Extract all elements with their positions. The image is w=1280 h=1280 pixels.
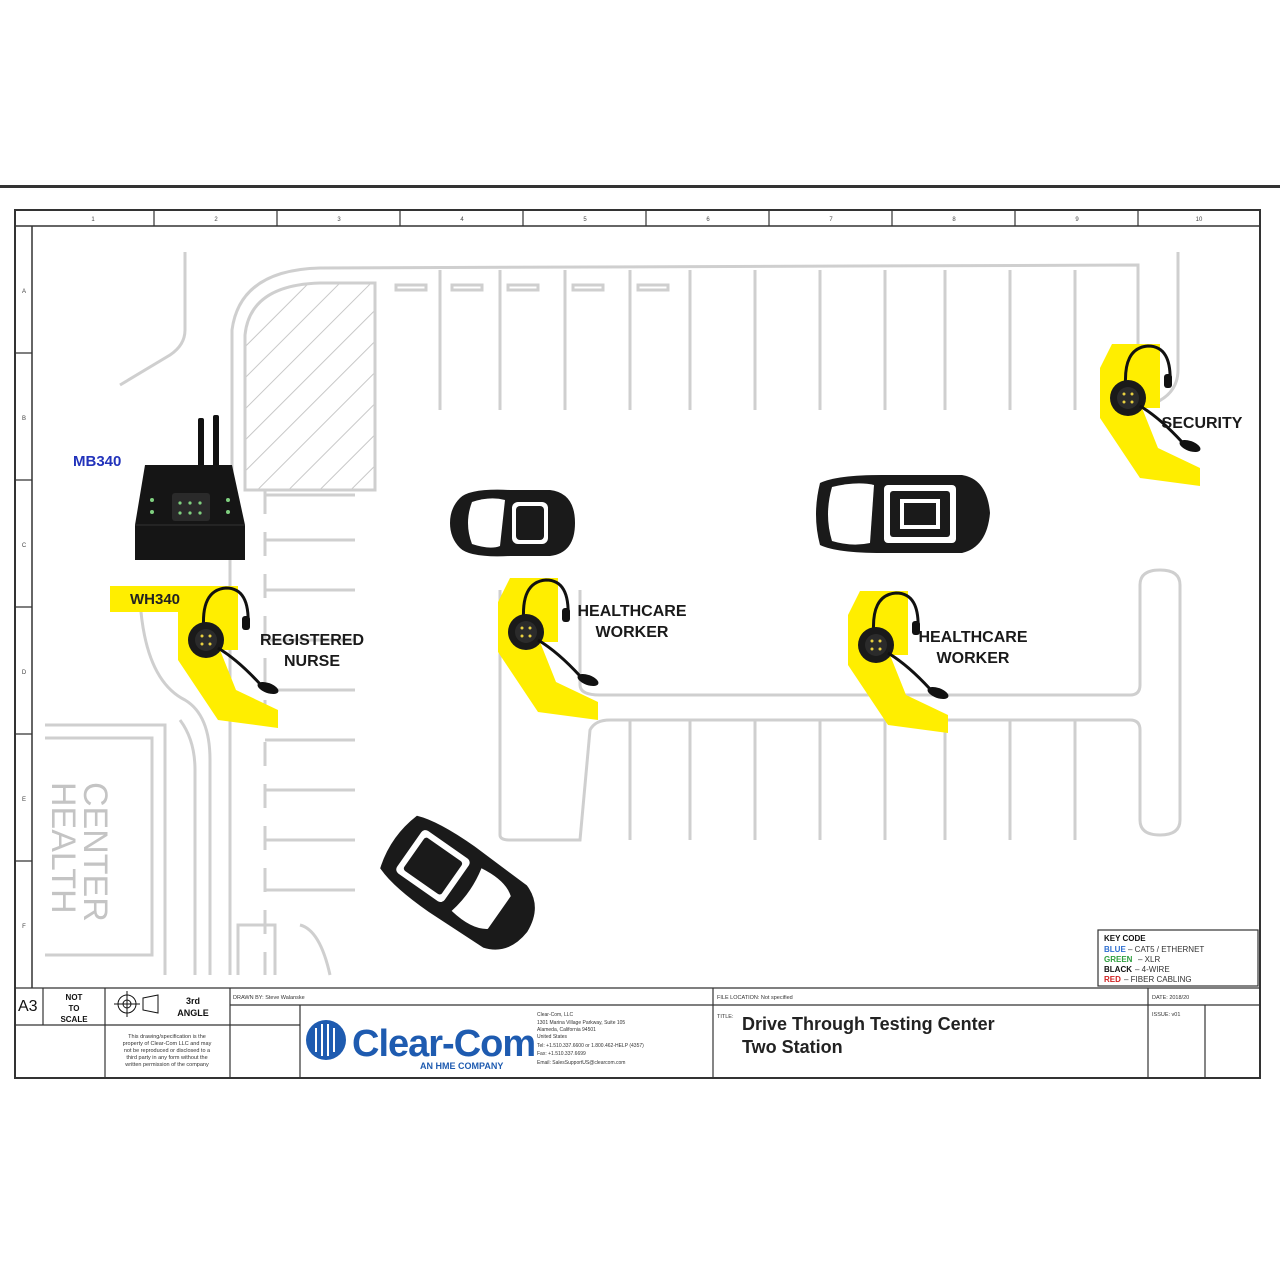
col-label-10: 10 — [1196, 217, 1203, 223]
row-labels: A B C D E F — [22, 289, 27, 930]
address-line: United States — [537, 1034, 568, 1040]
date-field: DATE: 2018/20 — [1152, 995, 1189, 1001]
drawing-title-line-2: Two Station — [742, 1037, 843, 1057]
key-item-desc: – XLR — [1138, 955, 1160, 964]
headset-label-highlight — [110, 586, 190, 612]
file-location: FILE LOCATION: Not specified — [717, 995, 793, 1001]
col-label-9: 9 — [1075, 217, 1079, 223]
copyright-line: not be reproduced or disclosed to a — [124, 1048, 211, 1054]
key-item-name: GREEN — [1104, 955, 1133, 964]
label-healthcare-worker-2b: WORKER — [937, 650, 1010, 667]
drawn-by: DRAWN BY: Steve Walanske — [233, 995, 305, 1001]
label-registered-nurse-1: REGISTERED — [260, 632, 364, 649]
car-top-suv — [816, 475, 990, 553]
copyright-line: third party in any form without the — [126, 1055, 207, 1061]
scale-line-2: TO — [69, 1004, 80, 1013]
title-block-grid — [15, 987, 1260, 1078]
car-top-small — [450, 489, 575, 557]
row-label-e: E — [22, 797, 26, 803]
title-label: TITLE: — [717, 1014, 734, 1020]
key-code-title: KEY CODE — [1104, 934, 1146, 943]
health-center-label: HEALTH CENTER — [44, 782, 114, 922]
company-address: Clear-Com, LLC 1301 Marina Village Parkw… — [537, 1012, 644, 1066]
key-item-desc: – FIBER CABLING — [1124, 975, 1192, 984]
key-item-desc: – CAT5 / ETHERNET — [1128, 945, 1204, 954]
col-label-5: 5 — [583, 217, 587, 223]
car-angled — [380, 815, 535, 950]
logo-wordmark: Clear-Com — [352, 1023, 535, 1065]
key-item-name: RED — [1104, 975, 1121, 984]
headset-healthcare-worker-1 — [496, 576, 602, 722]
headset-model-label: WH340 — [130, 591, 180, 608]
row-label-f: F — [22, 924, 26, 930]
column-dividers — [153, 210, 1139, 226]
base-station-label: MB340 — [73, 453, 121, 470]
address-line: Tel: +1.510.337.6600 or 1.800.462-HELP (… — [537, 1043, 644, 1049]
logo-tagline: AN HME COMPANY — [420, 1061, 503, 1071]
col-label-3: 3 — [337, 217, 341, 223]
copyright-line: This drawing/specification is the — [128, 1034, 206, 1040]
key-item-name: BLACK — [1104, 965, 1132, 974]
station-labels: REGISTERED NURSE HEALTHCARE WORKER HEALT… — [260, 415, 1243, 670]
row-dividers — [15, 352, 32, 862]
building-label-line1: HEALTH — [44, 782, 82, 914]
col-label-6: 6 — [706, 217, 710, 223]
logo-mark-icon — [306, 1020, 346, 1060]
col-label-4: 4 — [460, 217, 464, 223]
col-label-7: 7 — [829, 217, 833, 223]
sheet-size: A3 — [18, 998, 38, 1015]
headset-healthcare-worker-2 — [846, 589, 952, 735]
label-healthcare-worker-1a: HEALTHCARE — [577, 603, 686, 620]
copyright-line: property of Clear-Com LLC and may — [123, 1041, 212, 1047]
address-line: Email: SalesSupportUS@clearcom.com — [537, 1060, 625, 1066]
column-labels: 1 2 3 4 5 6 7 8 9 10 — [91, 217, 1203, 223]
address-line: Alameda, California 94501 — [537, 1027, 596, 1033]
row-label-d: D — [22, 670, 27, 676]
antenna-right — [213, 415, 219, 468]
third-angle-projection-icon — [114, 991, 159, 1017]
row-label-c: C — [22, 543, 27, 549]
angle-note: 3rd ANGLE — [177, 996, 209, 1018]
page-top-rule — [0, 185, 1280, 188]
key-code-list: KEY CODE BLUE – CAT5 / ETHERNET GREEN – … — [1104, 934, 1204, 984]
row-label-b: B — [22, 416, 26, 422]
col-label-1: 1 — [91, 217, 95, 223]
copyright-line: written permission of the company — [124, 1062, 209, 1068]
scale-note: NOT TO SCALE — [60, 993, 88, 1024]
drawing-title-line-1: Drive Through Testing Center — [742, 1014, 995, 1034]
col-label-2: 2 — [214, 217, 218, 223]
antenna-left — [198, 418, 204, 468]
key-code-box — [1097, 929, 1259, 987]
address-line: 1301 Marina Village Parkway, Suite 105 — [537, 1020, 625, 1026]
clear-com-logo: Clear-Com AN HME COMPANY — [306, 1020, 536, 1071]
label-healthcare-worker-2a: HEALTHCARE — [918, 629, 1027, 646]
row-label-a: A — [22, 289, 26, 295]
col-label-8: 8 — [952, 217, 956, 223]
label-registered-nurse-2: NURSE — [284, 653, 340, 670]
angle-line-2: ANGLE — [177, 1008, 209, 1018]
building-label-line2: CENTER — [76, 782, 114, 922]
label-security: SECURITY — [1162, 415, 1243, 432]
parking-lot-plan — [45, 252, 1182, 976]
base-station-device — [135, 415, 245, 560]
sheet-frame — [14, 209, 1261, 1079]
key-item-name: BLUE — [1104, 945, 1126, 954]
key-item-desc: – 4-WIRE — [1135, 965, 1170, 974]
address-line: Fax: +1.510.337.6699 — [537, 1051, 586, 1057]
address-line: Clear-Com, LLC — [537, 1012, 574, 1018]
issue-field: ISSUE: v01 — [1152, 1012, 1180, 1018]
copyright-note: This drawing/specification is the proper… — [123, 1034, 212, 1068]
scale-line-1: NOT — [66, 993, 83, 1002]
scale-line-3: SCALE — [60, 1015, 88, 1024]
label-healthcare-worker-1b: WORKER — [596, 624, 669, 641]
angle-line-1: 3rd — [186, 996, 200, 1006]
